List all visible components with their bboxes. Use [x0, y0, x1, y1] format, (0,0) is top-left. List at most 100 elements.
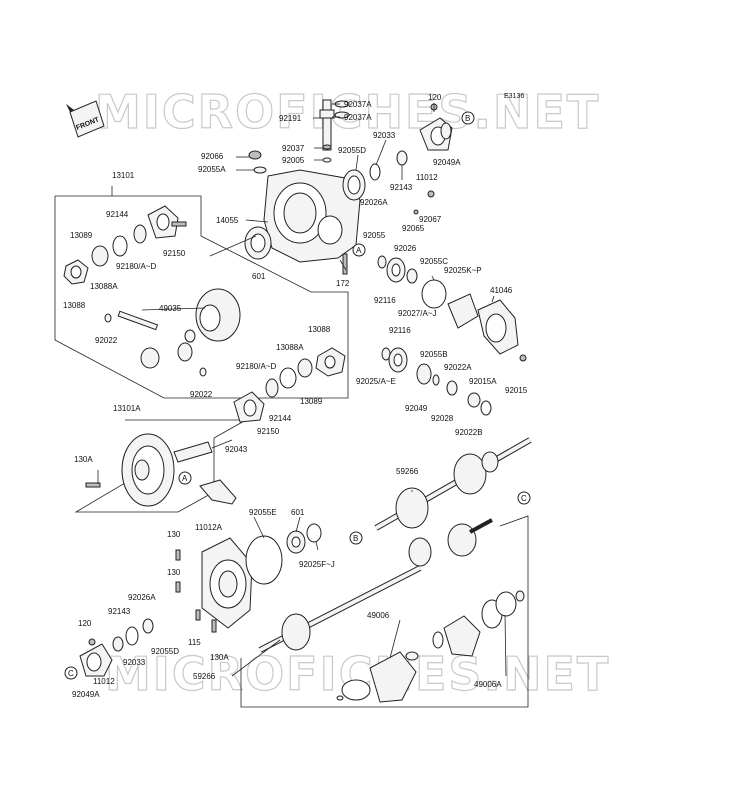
- label-92049A-bottom: 92049A: [72, 690, 100, 699]
- label-92055E: 92055E: [249, 508, 277, 517]
- callout-B-bottom: B: [349, 531, 363, 545]
- watermark-top: MICROFICHES.NET: [95, 85, 600, 139]
- label-11012A: 11012A: [195, 523, 223, 532]
- svg-text:C: C: [521, 494, 527, 503]
- svg-text:B: B: [465, 114, 470, 123]
- label-92055D-bottom: 92055D: [151, 647, 179, 656]
- label-130A-top: 130A: [74, 455, 93, 464]
- label-59266-bottom: 59266: [193, 672, 216, 681]
- svg-text:A: A: [356, 246, 362, 255]
- label-120-bottom: 120: [78, 619, 92, 628]
- label-92015A: 92015A: [469, 377, 497, 386]
- pinion-shaft: [319, 99, 350, 163]
- label-115: 115: [188, 638, 201, 647]
- part-labels: 92037A 92037A 92191 120 92037 92066 9200…: [63, 93, 528, 699]
- label-13088-right: 13088: [308, 325, 331, 334]
- label-92116-a: 92116: [374, 296, 396, 305]
- label-14055: 14055: [216, 216, 239, 225]
- drive-shaft-upper: [374, 437, 532, 531]
- label-92180-right: 92180/A~D: [236, 362, 276, 371]
- label-13088A-right: 13088A: [276, 343, 304, 352]
- bearings-and-seals-right: [377, 255, 527, 416]
- label-92143-top: 92143: [390, 183, 413, 192]
- label-92191: 92191: [279, 114, 302, 123]
- label-601-bottom: 601: [291, 508, 305, 517]
- label-92026A-bottom: 92026A: [128, 593, 156, 602]
- label-92150-right: 92150: [257, 427, 280, 436]
- label-92025K-P: 92025K~P: [444, 266, 482, 275]
- label-92055A: 92055A: [198, 165, 226, 174]
- label-92066: 92066: [201, 152, 224, 161]
- differential-parts-left: [63, 205, 241, 377]
- label-92055D-top: 92055D: [338, 146, 366, 155]
- label-92055C: 92055C: [420, 257, 448, 266]
- label-92026A-top: 92026A: [360, 198, 388, 207]
- label-130-a: 130: [167, 530, 181, 539]
- callout-B-top: B: [461, 111, 475, 125]
- label-49035: 49035: [159, 304, 182, 313]
- differential-case-group-outline: [54, 186, 349, 399]
- label-13101: 13101: [112, 171, 135, 180]
- label-92022-b: 92022: [190, 390, 213, 399]
- label-92143-bottom: 92143: [108, 607, 131, 616]
- gear-case-housing: [244, 150, 408, 275]
- label-92022-a: 92022: [95, 336, 118, 345]
- label-92150-top: 92150: [163, 249, 186, 258]
- label-92144-right: 92144: [269, 414, 292, 423]
- label-130-b: 130: [167, 568, 181, 577]
- label-49006A: 49006A: [474, 680, 502, 689]
- label-13101A: 13101A: [113, 404, 141, 413]
- label-13088A-top: 13088A: [90, 282, 118, 291]
- label-13089-right: 13089: [300, 397, 323, 406]
- label-13088-top: 13088: [63, 301, 86, 310]
- ring-gear: [85, 433, 237, 507]
- label-11012-top: 11012: [416, 173, 438, 182]
- label-92026-right: 92026: [394, 244, 417, 253]
- differential-parts-right: [233, 347, 346, 423]
- label-92033-top: 92033: [373, 131, 396, 140]
- label-59266-top: 59266: [396, 467, 419, 476]
- label-172: 172: [336, 279, 350, 288]
- label-92005: 92005: [282, 156, 305, 165]
- label-49006: 49006: [367, 611, 390, 620]
- label-92180-top: 92180/A~D: [116, 262, 156, 271]
- svg-text:A: A: [182, 474, 188, 483]
- leader-lines: [97, 103, 507, 677]
- front-direction-tag: FRONT: [66, 100, 105, 138]
- label-601-top: 601: [252, 272, 266, 281]
- label-120-top: 120: [428, 93, 442, 102]
- label-92049: 92049: [405, 404, 428, 413]
- output-flange-bottom: [79, 618, 154, 677]
- label-92055B: 92055B: [420, 350, 448, 359]
- label-92028: 92028: [431, 414, 454, 423]
- label-92025A-E: 92025/A~E: [356, 377, 396, 386]
- label-92037: 92037: [282, 144, 305, 153]
- callout-A-top: A: [352, 243, 366, 257]
- drawing-code: E3136: [504, 93, 524, 100]
- callout-C-top: C: [517, 491, 531, 505]
- boot-kit-49006A: [432, 590, 525, 657]
- drive-shaft-group-outline: [240, 515, 529, 708]
- label-92022A: 92022A: [444, 363, 472, 372]
- label-92022B: 92022B: [455, 428, 483, 437]
- boot-kit-49006: [336, 651, 419, 703]
- label-92015: 92015: [505, 386, 528, 395]
- label-130A-bottom: 130A: [210, 653, 229, 662]
- label-92065: 92065: [402, 224, 425, 233]
- drive-shaft-lower: [258, 518, 493, 653]
- label-11012-bottom: 11012: [93, 677, 115, 686]
- rear-cover: [175, 523, 322, 633]
- label-92037A-2: 92037A: [344, 113, 372, 122]
- label-92116-b: 92116: [389, 326, 411, 335]
- label-92033-bottom: 92033: [123, 658, 146, 667]
- label-92144-top: 92144: [106, 210, 129, 219]
- label-92043: 92043: [225, 445, 248, 454]
- output-flange-top: [413, 103, 453, 215]
- label-92025F-J: 92025F~J: [299, 560, 335, 569]
- label-92055-right: 92055: [363, 231, 386, 240]
- label-92049A-top: 92049A: [433, 158, 461, 167]
- svg-text:C: C: [68, 669, 74, 678]
- label-92037A-1: 92037A: [344, 100, 372, 109]
- label-92067: 92067: [419, 215, 442, 224]
